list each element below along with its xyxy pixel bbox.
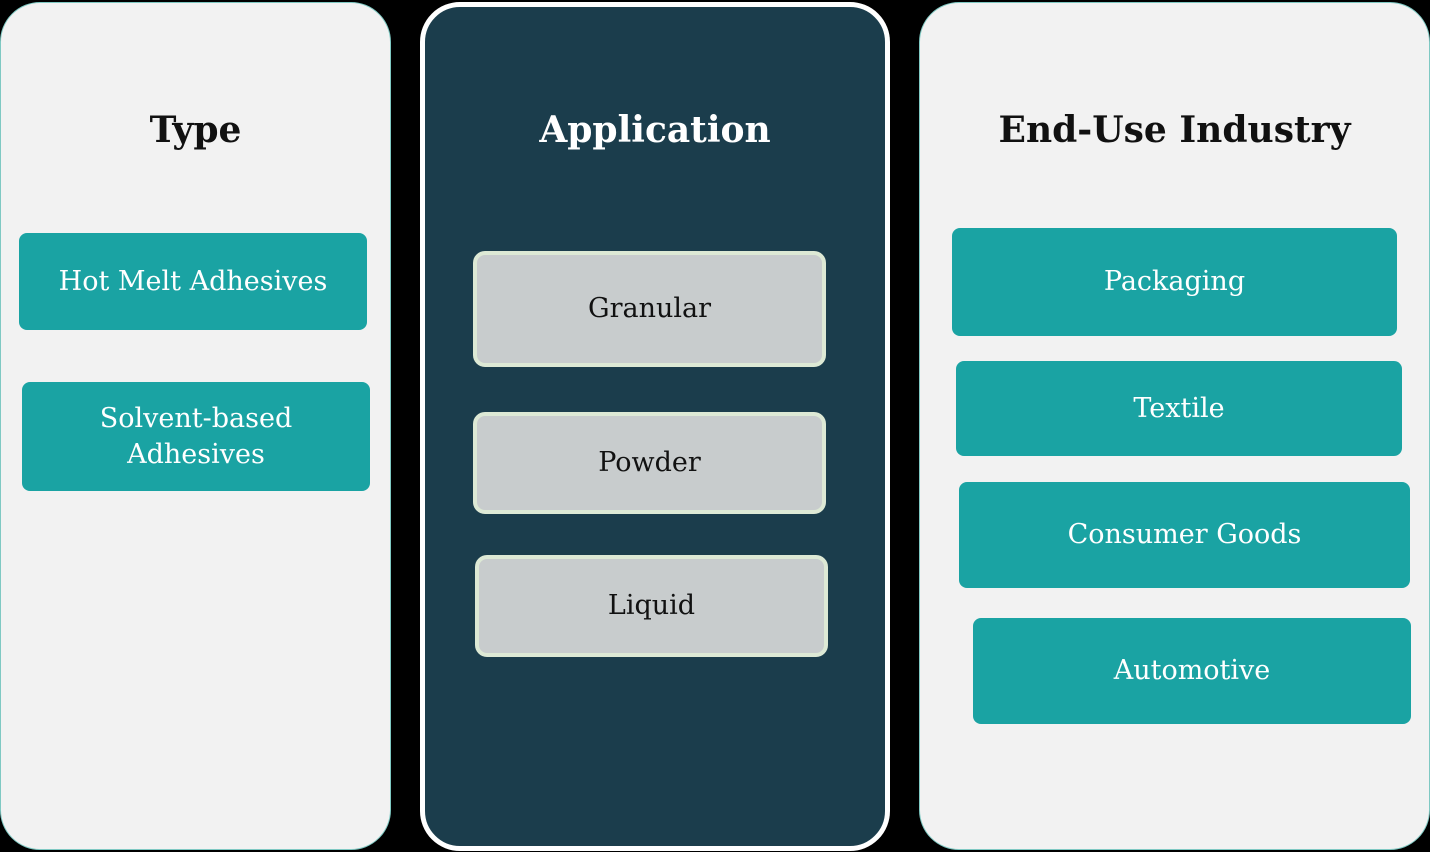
type-title: Type	[149, 109, 242, 151]
end-use-item-textile: Textile	[956, 361, 1402, 456]
type-item-hot-melt: Hot Melt Adhesives	[19, 233, 367, 330]
application-title: Application	[539, 109, 771, 151]
type-item-solvent-based: Solvent-based Adhesives	[22, 382, 370, 491]
end-use-item-consumer-goods: Consumer Goods	[959, 482, 1410, 588]
end-use-item-automotive: Automotive	[973, 618, 1411, 724]
application-item-liquid: Liquid	[475, 555, 828, 657]
application-item-granular: Granular	[473, 251, 826, 367]
end-use-item-packaging: Packaging	[952, 228, 1397, 336]
end-use-title: End-Use Industry	[998, 109, 1351, 151]
application-item-powder: Powder	[473, 412, 826, 514]
